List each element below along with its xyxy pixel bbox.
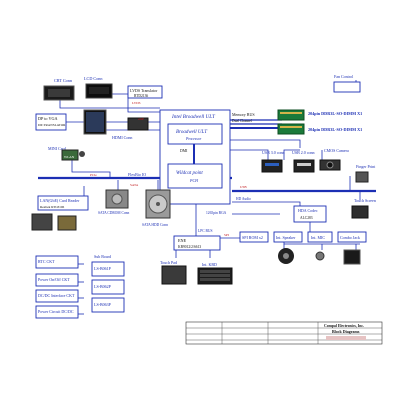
lcd-conn-label: LCD Conn [84,76,103,81]
usb-bus-label: USB [240,185,247,189]
rtc-label: RTC CKT [38,259,55,264]
lcd-panel-block [83,109,107,135]
int-speaker-label: Int. Speaker [276,235,296,240]
ene-ec-block: ENE KB9012/2/6613 [173,235,221,251]
memory-block: Memory BUS Dual Channel 204pin DDR3L-SO-… [232,109,362,135]
intel-cpu-label: Intel Broadwell ULT [171,114,216,120]
power-circuit-label: Power Circuit DC/DC [38,309,74,314]
hdmi-connector-block: HDMI Conn [112,117,149,140]
spi-rom-block: SPI ROM x2 [239,231,269,243]
power-circuit-block: Power Circuit DC/DC [35,305,79,319]
lvds-translator-block: LVDS Translator RTD2136 [127,85,163,99]
hd-audio-label: HD Audio [236,197,251,201]
sub-board-label: Sub Board [94,254,111,259]
sub-board-block: Sub Board LS-B061P LS-B062P LS-B063P [91,254,125,313]
pcie-bus-label: PCIe [90,173,97,177]
finger-print-block: Finger Print [355,164,376,183]
broadwell-ult-label: Broadwell ULT [176,130,208,135]
hda-codec-label: HDA Codec [298,208,318,213]
sata-cdrom-block: SATA CDROM Conn [98,189,129,215]
dimm1-label: 204pin DDR3L-SO-DIMM X1 [308,111,362,116]
spi-bus-label: SPI [224,233,230,237]
processor-label: Processor [185,137,202,141]
intel-cpu-block: Intel Broadwell ULT Broadwell ULT Proces… [159,109,231,215]
memory-bus-label: Memory BUS [232,112,255,117]
flexbio-label: FlexBio IO [128,172,146,177]
usb20-block: USB 2.0 conn [292,150,315,173]
mini-card-block: MINI Card WLAN [48,146,85,161]
lvds-bus-label: LVDS [132,101,141,105]
cmos-camera-label: CMOS Camera [324,148,349,153]
rtc-block: RTC CKT [35,255,79,269]
edp-bus-label: eDP [138,117,144,121]
bga-label: 1265pin BGA [206,211,227,215]
int-mic-label: Int. MIC [311,235,325,240]
usb30-label: USB 3.0 conn [262,150,285,155]
crt-connector-block: CRT Conn [43,78,75,101]
touch-screen-label: Touch Screen [354,198,376,203]
hdmi-conn-label: HDMI Conn [112,135,132,140]
lan-block: LAN(GbE) Card Reader Realtek RTL8106 [31,195,89,231]
lvds-translator-part: RTD2136 [134,94,148,98]
wlan-label: WLAN [64,155,75,159]
title-block: Compal Electronics, Inc. Block Diagrams [185,321,383,345]
ene-part-label: KB9012/2/6613 [178,245,201,249]
touch-pad-label: Touch Pad [160,260,177,265]
company-label: Compal Electronics, Inc. [324,324,364,328]
int-speaker-block: Int. Speaker [273,231,303,264]
lvds-translator-label: LVDS Translator [130,88,158,93]
usb20-label: USB 2.0 conn [292,150,315,155]
lcd-connector-block: LCD Conn [84,76,113,99]
int-kbd-block: Int. KBD [197,262,233,285]
dp-to-vga-label: DP to VGA [38,116,58,121]
fan-control-label: Fan Control [334,74,354,79]
dc-dc-interface-block: DC/DC Interface CKT [35,289,79,303]
lpc-bus-label: LPC BUS [198,229,212,233]
lan-part-label: Realtek RTL8106 [40,205,64,209]
lan-gbe-label: LAN(GbE) Card Reader [40,198,80,203]
ene-label: ENE [178,238,187,243]
combo-jack-block: Combo Jack [337,231,367,265]
finger-print-label: Finger Print [356,164,376,169]
hda-codec-block: HDA Codec ALC283 [293,205,327,223]
ls-board-3-label: LS-B063P [94,302,112,307]
wildcat-point-label: Wildcat point [176,171,203,176]
dual-channel-label: Dual Channel [232,119,252,123]
cmos-camera-block: CMOS Camera [319,148,349,171]
pch-label: PCH [189,178,199,183]
hda-codec-part: ALC283 [300,216,313,220]
ls-board-1-label: LS-B061P [94,266,112,271]
mini-card-label: MINI Card [48,146,66,151]
usb30-block: USB 3.0 conn [261,150,285,173]
power-onoff-label: Power On/Off CKT [38,277,70,282]
ls-board-2-label: LS-B062P [94,284,112,289]
dmi-label: DMI [180,149,188,153]
int-mic-block: Int. MIC [307,231,333,261]
sata-hdd-label: SATA HDD Conn [142,223,168,227]
dp-to-vga-block: DP to VGA DP-TRANSLATOR [35,113,67,131]
dc-dc-interface-label: DC/DC Interface CKT [38,293,75,298]
sata-hdd-block: SATA HDD Conn [142,189,171,227]
int-kbd-label: Int. KBD [202,262,217,267]
dimm2-label: 204pin DDR3L-SO-DIMM X1 [308,127,362,132]
sheet-title-label: Block Diagrams [332,329,360,334]
sata-cdrom-label: SATA CDROM Conn [98,211,129,215]
spi-rom-label: SPI ROM x2 [242,235,263,240]
fan-control-block: Fan Control [333,74,361,93]
combo-jack-label: Combo Jack [340,235,360,240]
dp-to-vga-part: DP-TRANSLATOR [38,123,66,127]
touch-screen-block: Touch Screen [351,198,376,219]
touch-pad-block: Touch Pad [160,260,187,285]
crt-conn-label: CRT Conn [54,78,73,83]
power-onoff-block: Power On/Off CKT [35,273,79,287]
sata-bus-label: SATA [130,183,139,187]
